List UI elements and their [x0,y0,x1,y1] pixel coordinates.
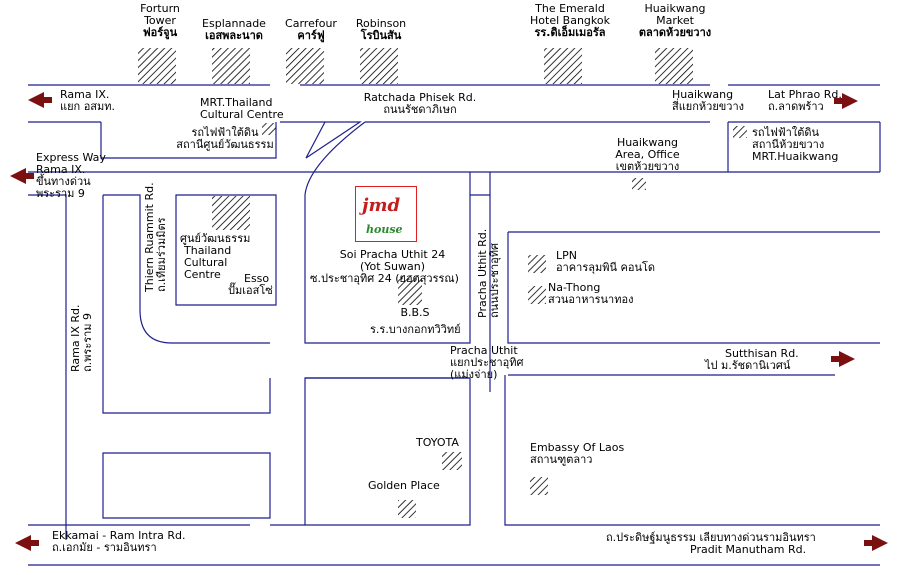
lat-phrao-label: Lat Phrao Rd. ถ.ลาดพร้าว [768,88,842,113]
mrt-thailand-th: รถไฟฟ้าใต้ดิน สถานีศูนย์วัฒนธรรม [176,126,274,151]
golden-place-label: Golden Place [368,479,440,492]
rama9-junction-label: Rama IX. แยก อสมท. [60,88,116,113]
toyota-label: TOYOTA [416,436,459,449]
ekkamai-label: Ekkamai - Ram Intra Rd. ถ.เอกมัย - รามอิ… [52,529,186,554]
mrt-thailand-en: MRT.Thailand Cultural Centre [200,96,284,121]
pracha-uthit-rd-label: Pracha Uthit Rd. ถนนประชาอุทิศ [476,228,501,318]
embassy-laos-label: Embassy Of Laos สถานฑูตลาว [530,441,625,466]
emerald-building [544,48,582,84]
robinson-label: Robinson โรบินสัน [355,17,407,42]
esplanade-label: Esplannade เอสพละนาด [202,17,266,42]
carrefour-label: Carrefour คาร์ฟู [285,17,337,42]
ratchada-label: Ratchada Phisek Rd. ถนนรัชดาภิเษก [363,91,477,116]
jmd-house-logo: jmd house [355,186,417,242]
mrt-huaikwang-label: รถไฟฟ้าใต้ดิน สถานีห้วยขวาง MRT.Huaikwan… [752,126,839,163]
carrefour-building [286,48,324,84]
sutthisan-label: Sutthisan Rd. ไป ม.รัชดานิเวศน์ [705,347,799,372]
thiern-ruammit-label: Thiern Ruammit Rd. ถ.เทียมร่วมมิตร [143,182,168,292]
esplanade-building [212,48,250,84]
fortune-label: Forturn Tower ฟอร์จูน [140,2,180,39]
market-label: Huaikwang Market ตลาดห้วยขวาง [638,2,712,39]
pracha-junction-label: Pracha Uthit แยกประชาอุทิศ (แม่งจ่าย) [450,344,524,381]
pradit-label: ถ.ประดิษฐ์มนูธรรม เลียบทางด่วนรามอินทรา … [606,531,816,556]
cultural-centre-label: ศูนย์วัฒนธรรม Thailand Cultural Centre [180,232,251,281]
emerald-label: The Emerald Hotel Bangkok รร.ดิเอ็มเมอรั… [530,2,610,39]
expressway-label: Express Way Rama IX. ขึ้นทางด่วน พระราม … [36,151,106,200]
market-building [655,48,693,84]
na-thong-label: Na-Thong สวนอาหารนาทอง [548,281,634,306]
soi-pracha-label: Soi Pracha Uthit 24 (Yot Suwan) ซ.ประชาอ… [310,248,459,285]
lpn-label: LPN อาคารลุมพินี คอนโด [556,249,656,274]
rama9-rd-label: Rama IX Rd. ถ.พระราม 9 [69,304,94,373]
huaikwang-junction-label: Huaikwang สี่แยกห้วยขวาง [672,88,745,113]
fortune-building [138,48,176,84]
bbs-label: B.B.S [400,306,430,319]
robinson-building [360,48,398,84]
bbs-thai-label: ร.ร.บางกอกทวิวิทย์ [370,323,461,336]
huaikwang-office-label: Huaikwang Area, Office เขตห้วยขวาง [615,136,680,173]
esso-label: Esso ปั๊มเอสโซ่ [228,272,273,297]
